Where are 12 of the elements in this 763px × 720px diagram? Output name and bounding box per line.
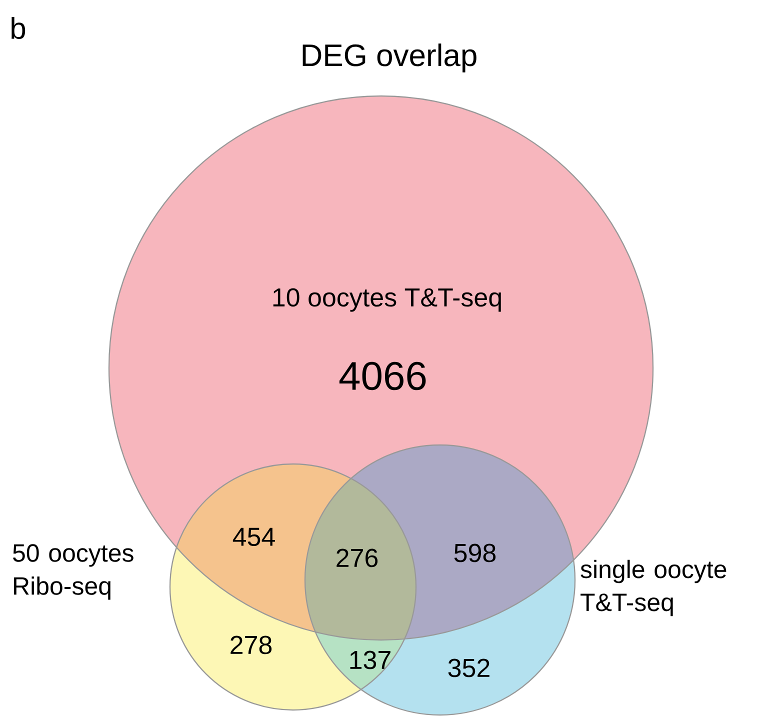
count-label: 454: [232, 528, 275, 546]
chart-title: DEG overlap: [302, 44, 476, 72]
count-label: 278: [230, 636, 272, 654]
set-label: 10 oocytes T&T-seq: [273, 288, 501, 312]
set-label: 50 oocytes Ribo-seq: [13, 544, 134, 600]
count-label: 137: [350, 650, 390, 670]
set-label: single oocyte T&T-seq: [580, 560, 726, 616]
panel-letter: b: [12, 16, 26, 39]
count-label: 352: [448, 658, 490, 678]
count-label: 598: [454, 544, 496, 562]
count-label: 276: [336, 548, 378, 568]
count-label: 4066: [339, 362, 426, 390]
